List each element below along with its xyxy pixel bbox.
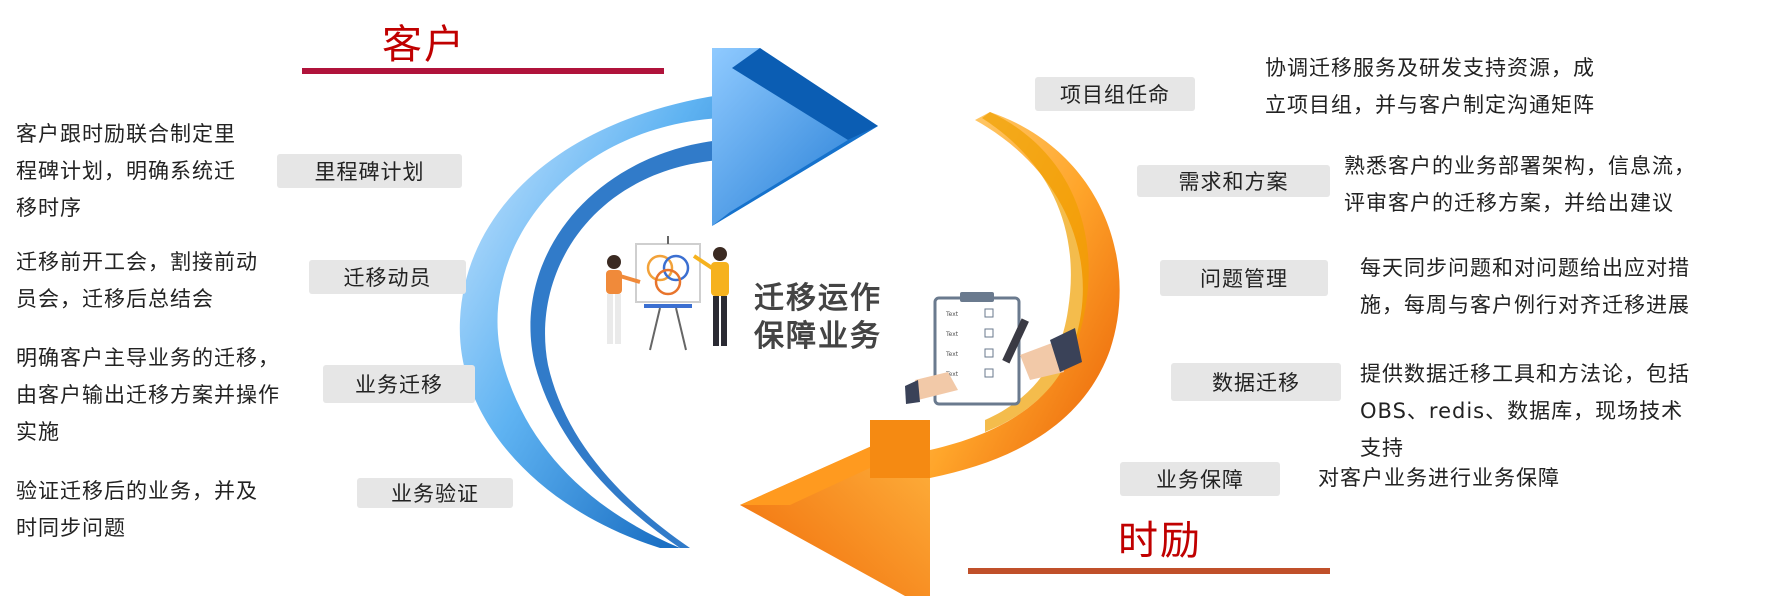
center-title: 迁移运作 保障业务	[754, 280, 882, 356]
right-desc-issues: 每天同步问题和对问题给出应对措 施，每周与客户例行对齐迁移进展	[1360, 250, 1750, 324]
checklist-box	[984, 328, 994, 338]
right-desc-requirements: 熟悉客户的业务部署架构，信息流， 评审客户的迁移方案，并给出建议	[1344, 148, 1754, 222]
desc-line: 协调迁移服务及研发支持资源，成	[1265, 56, 1595, 80]
left-desc-migration: 明确客户主导业务的迁移， 由客户输出迁移方案并操作 实施	[16, 340, 316, 451]
vendor-title: 时励	[1118, 518, 1202, 564]
right-pill-issues: 问题管理	[1160, 260, 1328, 296]
desc-line: 施，每周与客户例行对齐迁移进展	[1360, 293, 1690, 317]
orange-arrow-head-tail	[870, 420, 930, 478]
right-desc-data-migration: 提供数据迁移工具和方法论，包括 OBS、redis、数据库，现场技术 支持	[1360, 356, 1750, 467]
center-line-2: 保障业务	[754, 319, 882, 354]
blue-arrow-head	[712, 48, 878, 226]
desc-line: OBS、redis、数据库，现场技术	[1360, 399, 1684, 423]
blue-arrow-head-side	[732, 48, 878, 140]
desc-line: 实施	[16, 420, 60, 444]
checklist-item-text: Text	[945, 311, 959, 318]
desc-line: 支持	[1360, 436, 1404, 460]
right-pill-requirements: 需求和方案	[1137, 165, 1330, 197]
desc-line: 时同步问题	[16, 516, 126, 540]
blue-arrow-inner	[530, 140, 720, 548]
customer-rule	[302, 68, 664, 74]
left-pill-migration: 业务迁移	[323, 365, 475, 403]
right-pill-assurance: 业务保障	[1120, 462, 1280, 496]
center-line-1: 迁移运作	[754, 281, 882, 316]
desc-line: 员会，迁移后总结会	[16, 287, 214, 311]
blue-arrow-head-bottom	[712, 126, 878, 226]
left-pill-milestone: 里程碑计划	[277, 154, 462, 188]
desc-line: 熟悉客户的业务部署架构，信息流，	[1344, 154, 1696, 178]
desc-line: 提供数据迁移工具和方法论，包括	[1360, 362, 1690, 386]
desc-line: 由客户输出迁移方案并操作	[16, 383, 280, 407]
desc-line: 明确客户主导业务的迁移，	[16, 346, 280, 370]
desc-line: 立项目组，并与客户制定沟通矩阵	[1265, 93, 1595, 117]
left-pill-mobilization: 迁移动员	[309, 260, 466, 294]
checklist-box	[984, 308, 994, 318]
right-desc-assurance: 对客户业务进行业务保障	[1318, 460, 1618, 497]
blue-arrow-body	[459, 95, 720, 548]
desc-line: 每天同步问题和对问题给出应对措	[1360, 256, 1690, 280]
checklist-box	[984, 348, 994, 358]
checklist-box	[984, 368, 994, 378]
desc-line: 评审客户的迁移方案，并给出建议	[1344, 191, 1674, 215]
left-desc-milestone: 客户跟时励联合制定里 程碑计划，明确系统迁 移时序	[16, 116, 266, 227]
left-desc-mobilization: 迁移前开工会，割接前动 员会，迁移后总结会	[16, 244, 286, 318]
vendor-rule	[968, 568, 1330, 574]
desc-line: 迁移前开工会，割接前动	[16, 250, 258, 274]
desc-line: 移时序	[16, 196, 82, 220]
presentation-illustration	[606, 236, 729, 351]
checklist-item-text: Text	[945, 351, 959, 358]
checklist-item-text: Text	[945, 371, 959, 378]
desc-line: 程碑计划，明确系统迁	[16, 159, 236, 183]
right-pill-team: 项目组任命	[1035, 77, 1195, 111]
desc-line: 对客户业务进行业务保障	[1318, 466, 1560, 490]
orange-arrow-body	[930, 112, 1120, 478]
right-pill-data-migration: 数据迁移	[1171, 363, 1341, 401]
checklist-item-text: Text	[945, 331, 959, 338]
left-pill-verification: 业务验证	[357, 478, 513, 508]
desc-line: 客户跟时励联合制定里	[16, 122, 236, 146]
desc-line: 验证迁移后的业务，并及	[16, 479, 258, 503]
customer-title: 客户	[382, 22, 466, 68]
right-desc-team: 协调迁移服务及研发支持资源，成 立项目组，并与客户制定沟通矩阵	[1265, 50, 1645, 124]
left-desc-verification: 验证迁移后的业务，并及 时同步问题	[16, 473, 286, 547]
